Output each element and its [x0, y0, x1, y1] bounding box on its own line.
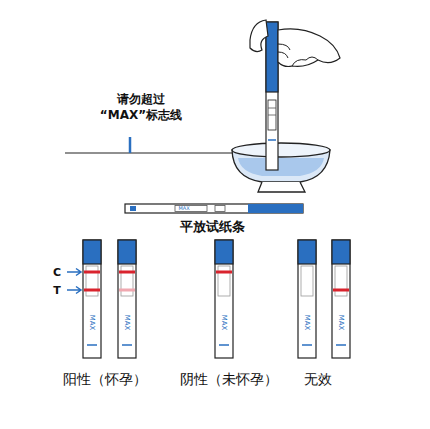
strip-part	[298, 240, 316, 264]
strip-part	[118, 240, 136, 264]
strip-part	[301, 266, 313, 296]
strip-part	[215, 240, 233, 264]
test-strip	[332, 240, 350, 358]
result-caption: 阳性（怀孕）	[63, 371, 147, 389]
strip-part	[87, 344, 97, 346]
strip-part	[219, 344, 229, 346]
test-line	[119, 289, 135, 292]
test-strip	[298, 240, 316, 358]
test-line	[333, 289, 349, 292]
max-mark: MAX	[338, 314, 345, 330]
test-strip	[215, 240, 233, 358]
c-marker: C	[53, 266, 61, 279]
strip-caption: 平放试纸条	[180, 218, 245, 236]
test-strip	[118, 240, 136, 358]
control-line	[216, 271, 232, 274]
result-caption: 阴性（未怀孕）	[180, 371, 278, 389]
max-mark: MAX	[221, 314, 228, 330]
t-marker: T	[53, 284, 61, 297]
instruction-note: 请勿超过 “MAX”标志线	[96, 92, 186, 123]
control-line	[84, 271, 100, 274]
strip-part	[122, 344, 132, 346]
result-caption: 无效	[304, 371, 332, 389]
test-line	[84, 289, 100, 292]
strip-part	[332, 240, 350, 264]
strip-part	[83, 240, 101, 264]
control-line	[119, 271, 135, 274]
max-mark: MAX	[178, 206, 189, 211]
max-mark: MAX	[89, 314, 96, 330]
max-mark: MAX	[124, 314, 131, 330]
max-mark: MAX	[304, 314, 311, 330]
strip-part	[336, 344, 346, 346]
strip-part	[302, 344, 312, 346]
test-strip	[83, 240, 101, 358]
